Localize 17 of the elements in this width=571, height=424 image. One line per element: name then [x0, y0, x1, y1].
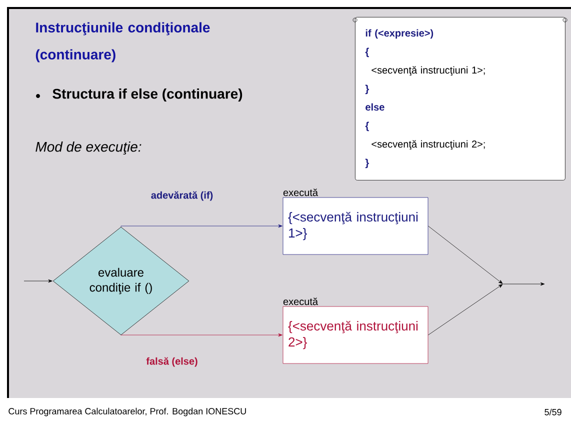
arrow [24, 279, 52, 283]
code-scroll: if (<expresie>) { <secvenţă instrucţiuni 1>; } else { <secvenţă instrucţiuni 2>; } [355, 17, 566, 180]
arrow [120, 224, 282, 228]
caption-text: execută [283, 188, 318, 196]
caption-text: execută [283, 298, 318, 306]
page-number: 5/59 [544, 408, 562, 416]
bullet-text: Structura if else (continuare) [52, 88, 242, 102]
edge-label: adevărată (if) [150, 190, 214, 202]
process-box: {<secvenţă instrucţiuni 1>} [282, 197, 428, 255]
arrow [120, 333, 282, 337]
arrow [428, 284, 503, 336]
edge-label: falsă (else) [145, 356, 199, 368]
arrow [428, 226, 503, 284]
subheading: Mod de execuţie: [36, 141, 142, 155]
process-box: {<secvenţă instrucţiuni 2>} [282, 306, 428, 364]
slide-title: Instrucţiunile condiţionale (continuare) [36, 22, 210, 62]
footer-text: Curs Programarea Calculatoarelor, Prof. Bogdan IONESCU [8, 408, 246, 416]
